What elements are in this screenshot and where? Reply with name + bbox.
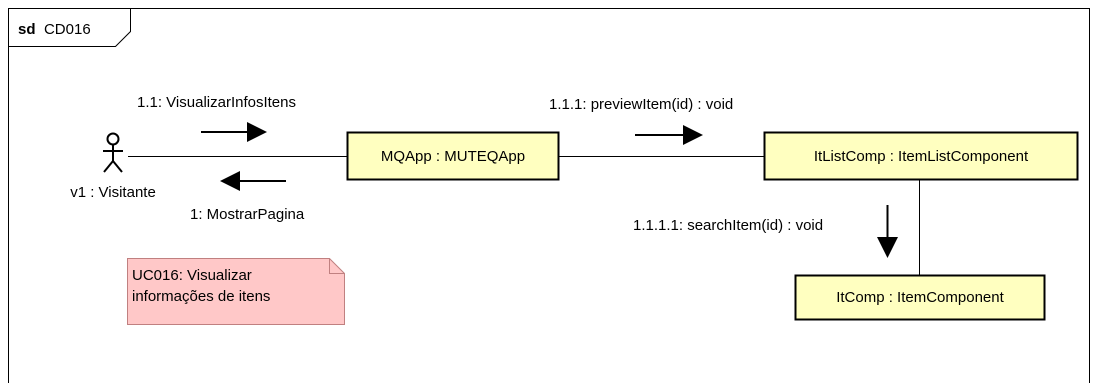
- object-itcomp-box: [794, 274, 1046, 321]
- object-itcomp-label: ItComp : ItemComponent: [836, 289, 1004, 306]
- actor-head: [106, 132, 120, 146]
- message-1-1-1: 1.1.1: previewItem(id) : void: [549, 96, 733, 145]
- frame-tab: [8, 8, 131, 47]
- message-1-1-label: 1.1: VisualizarInfosItens: [137, 94, 296, 111]
- note-line-2: informações de itens: [132, 288, 270, 305]
- message-1-1-1-1: 1.1.1.1: searchItem(id) : void: [633, 205, 898, 258]
- object-itlistcomp-box: [763, 131, 1079, 181]
- actor-visitante[interactable]: v1 : Visitante: [70, 132, 156, 202]
- message-1-1-1-label: 1.1.1: previewItem(id) : void: [549, 96, 733, 113]
- frame-border: [8, 8, 1090, 383]
- note-line-1: UC016: Visualizar: [132, 267, 252, 284]
- object-itlistcomp-label: ItListComp : ItemListComponent: [814, 148, 1029, 165]
- frame-keyword: sd: [18, 21, 36, 38]
- frame-name: CD016: [44, 21, 91, 38]
- message-1: 1: MostrarPagina: [190, 171, 305, 223]
- sequence-frame: sd CD016: [8, 8, 1090, 383]
- links: [128, 156, 920, 275]
- message-1-1-1-arrow-head: [683, 125, 703, 145]
- actor-left-leg: [103, 160, 114, 173]
- object-itlistcomp[interactable]: ItListComp : ItemListComponent: [763, 131, 1079, 181]
- message-1-label: 1: MostrarPagina: [190, 206, 305, 223]
- frame-label: sd CD016: [18, 21, 91, 38]
- actor-label: v1 : Visitante: [70, 184, 156, 201]
- message-1-arrow-head: [220, 171, 240, 191]
- note-uc016[interactable]: UC016: Visualizar informações de itens: [127, 258, 345, 325]
- actor-right-leg: [112, 160, 123, 173]
- object-itcomp[interactable]: ItComp : ItemComponent: [794, 274, 1046, 321]
- message-1-1-1-1-arrow-head: [877, 237, 898, 258]
- object-mqapp-box: [346, 131, 560, 181]
- message-1-1-1-1-label: 1.1.1.1: searchItem(id) : void: [633, 217, 823, 234]
- note-body: [127, 258, 345, 325]
- object-mqapp-label: MQApp : MUTEQApp: [381, 148, 525, 165]
- message-1-1-arrow-head: [247, 122, 267, 142]
- message-1-1: 1.1: VisualizarInfosItens: [137, 94, 296, 142]
- object-mqapp[interactable]: MQApp : MUTEQApp: [346, 131, 560, 181]
- note-fold: [329, 258, 345, 274]
